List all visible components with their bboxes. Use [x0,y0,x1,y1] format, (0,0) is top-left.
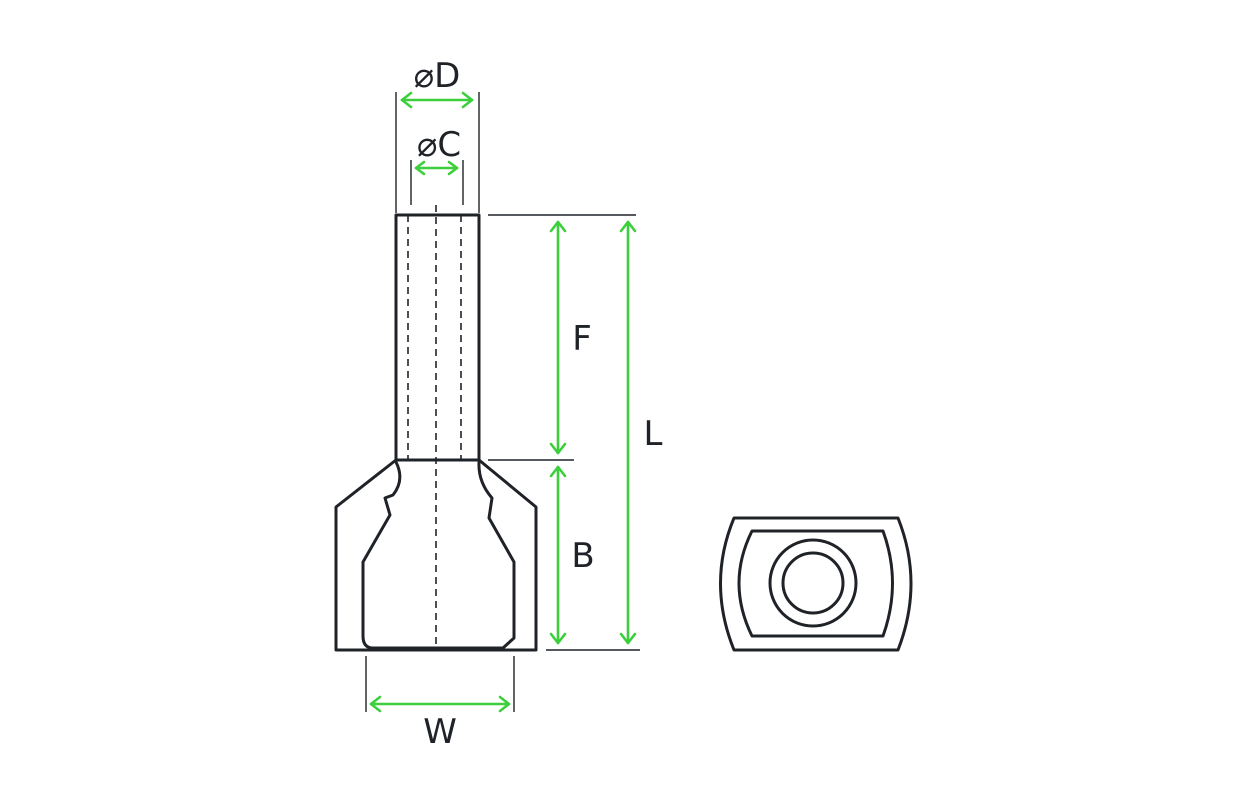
extension-lines [365,92,640,712]
end-view-outer-ring [768,538,858,628]
end-view-outer-contour [719,516,913,652]
label-collar-length: B [571,536,594,576]
dimension-arrow-f [549,220,567,455]
label-inner-diameter: ⌀C [417,125,461,165]
label-collar-width: W [423,712,457,752]
ferrule-side-view [334,205,538,652]
label-outer-diameter: ⌀D [414,56,461,96]
collar-inner-contour [361,460,516,650]
dimension-arrow-d [400,91,474,109]
dimension-arrow-w [369,695,511,713]
end-view-bore-ring [781,551,845,615]
label-total-length: L [644,414,663,454]
dimension-arrow-b [549,465,567,645]
collar-outline [334,458,538,652]
ferrule-end-view [719,516,913,652]
dimension-arrow-c [414,160,459,176]
dimension-arrow-l [619,220,637,645]
label-tube-length: F [572,319,592,359]
end-view-inner-contour [737,529,894,638]
